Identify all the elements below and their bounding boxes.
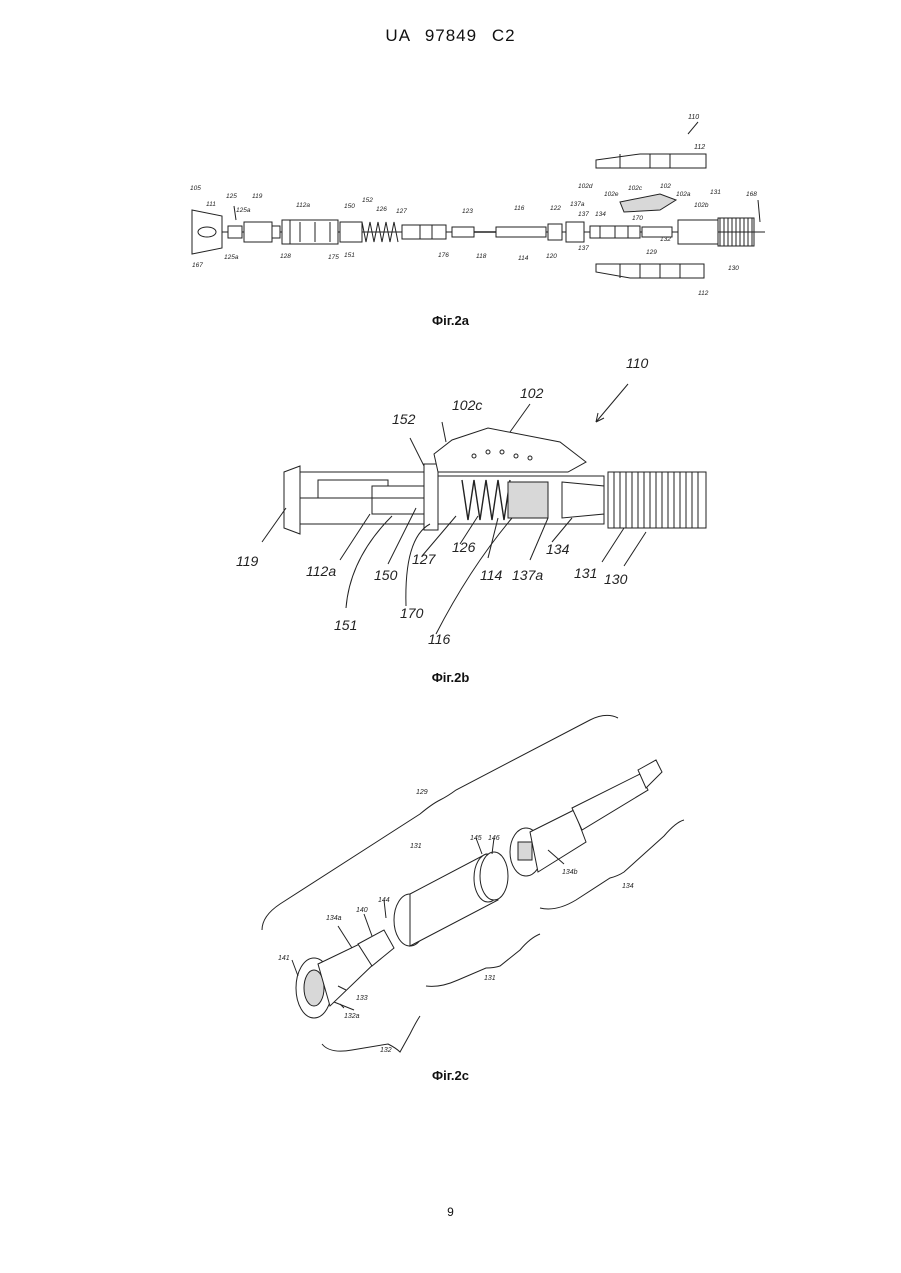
label-111: 111 <box>206 201 216 208</box>
label-137a: 137a <box>512 567 543 583</box>
label-130: 130 <box>604 571 628 587</box>
label-102d: 102d <box>578 183 593 190</box>
label-133: 133 <box>356 995 368 1002</box>
label-125a-top: 125a <box>236 207 251 214</box>
label-137-bottom: 137 <box>578 245 589 252</box>
label-134: 134 <box>546 541 570 557</box>
label-119: 119 <box>252 193 263 200</box>
label-134: 134 <box>595 211 606 218</box>
label-132: 132 <box>380 1047 392 1054</box>
label-102: 102 <box>520 385 544 401</box>
label-150: 150 <box>374 567 398 583</box>
label-170: 170 <box>400 605 424 621</box>
label-120: 120 <box>546 253 557 260</box>
label-102a: 102a <box>676 191 691 198</box>
label-152: 152 <box>392 411 416 427</box>
label-129: 129 <box>416 789 428 796</box>
label-114: 114 <box>480 567 503 583</box>
label-132a: 132a <box>344 1013 360 1020</box>
label-102c: 102c <box>628 185 643 192</box>
label-125: 125 <box>226 193 237 200</box>
figure-2a-drawing: 110 112 102d 102c 102 131 168 105 125 11… <box>0 110 901 300</box>
label-150: 150 <box>344 203 355 210</box>
label-137-top: 137 <box>578 211 589 218</box>
label-112-bottom: 112 <box>698 290 709 297</box>
label-131-bottom: 131 <box>484 975 496 982</box>
label-110: 110 <box>626 355 649 371</box>
label-151: 151 <box>344 252 355 259</box>
label-152: 152 <box>362 197 373 204</box>
label-127: 127 <box>412 551 437 567</box>
figure-2b-drawing: 110 102 102c 152 119 112a 150 127 126 11… <box>0 348 901 648</box>
figure-2b-caption: Фіг.2b <box>0 670 901 685</box>
figure-2c-drawing: 129 145 146 131 134b 134 144 134a 140 14… <box>0 704 901 1064</box>
label-175: 175 <box>328 254 339 261</box>
label-112a: 112a <box>296 202 310 209</box>
label-170: 170 <box>632 215 643 222</box>
label-168: 168 <box>746 191 757 198</box>
page-number: 9 <box>0 1205 901 1219</box>
label-176: 176 <box>438 252 449 259</box>
label-145: 145 <box>470 835 482 842</box>
label-110: 110 <box>688 114 699 121</box>
figure-2a-caption: Фіг.2а <box>0 313 901 328</box>
label-102e: 102e <box>604 191 619 198</box>
label-134: 134 <box>622 883 634 890</box>
label-105: 105 <box>190 185 201 192</box>
label-112-top: 112 <box>694 144 705 151</box>
label-141: 141 <box>278 955 290 962</box>
label-134b: 134b <box>562 869 578 876</box>
label-134a: 134a <box>326 915 342 922</box>
label-127: 127 <box>396 208 407 215</box>
label-131: 131 <box>574 565 597 581</box>
label-102c: 102c <box>452 397 482 413</box>
label-123: 123 <box>462 208 473 215</box>
label-114: 114 <box>518 255 529 262</box>
label-126: 126 <box>376 206 387 213</box>
label-116: 116 <box>514 205 525 212</box>
label-167: 167 <box>192 262 203 269</box>
label-144: 144 <box>378 897 390 904</box>
label-131-top: 131 <box>410 843 422 850</box>
label-122: 122 <box>550 205 561 212</box>
label-102b: 102b <box>694 202 709 209</box>
label-118: 118 <box>476 253 487 260</box>
label-126: 126 <box>452 539 476 555</box>
label-112a: 112a <box>306 563 336 579</box>
label-125a-bottom: 125a <box>224 254 239 261</box>
patent-header: UA 97849 C2 <box>0 26 901 46</box>
label-102: 102 <box>660 183 671 190</box>
label-119: 119 <box>236 553 259 569</box>
label-132: 132 <box>660 236 671 243</box>
label-140: 140 <box>356 907 368 914</box>
label-116: 116 <box>428 631 451 647</box>
label-151: 151 <box>334 617 357 633</box>
label-137a: 137a <box>570 201 585 208</box>
label-128: 128 <box>280 253 291 260</box>
label-129: 129 <box>646 249 657 256</box>
label-130: 130 <box>728 265 739 272</box>
label-146: 146 <box>488 835 500 842</box>
label-131-top: 131 <box>710 189 721 196</box>
figure-2c-caption: Фіг.2с <box>0 1068 901 1083</box>
